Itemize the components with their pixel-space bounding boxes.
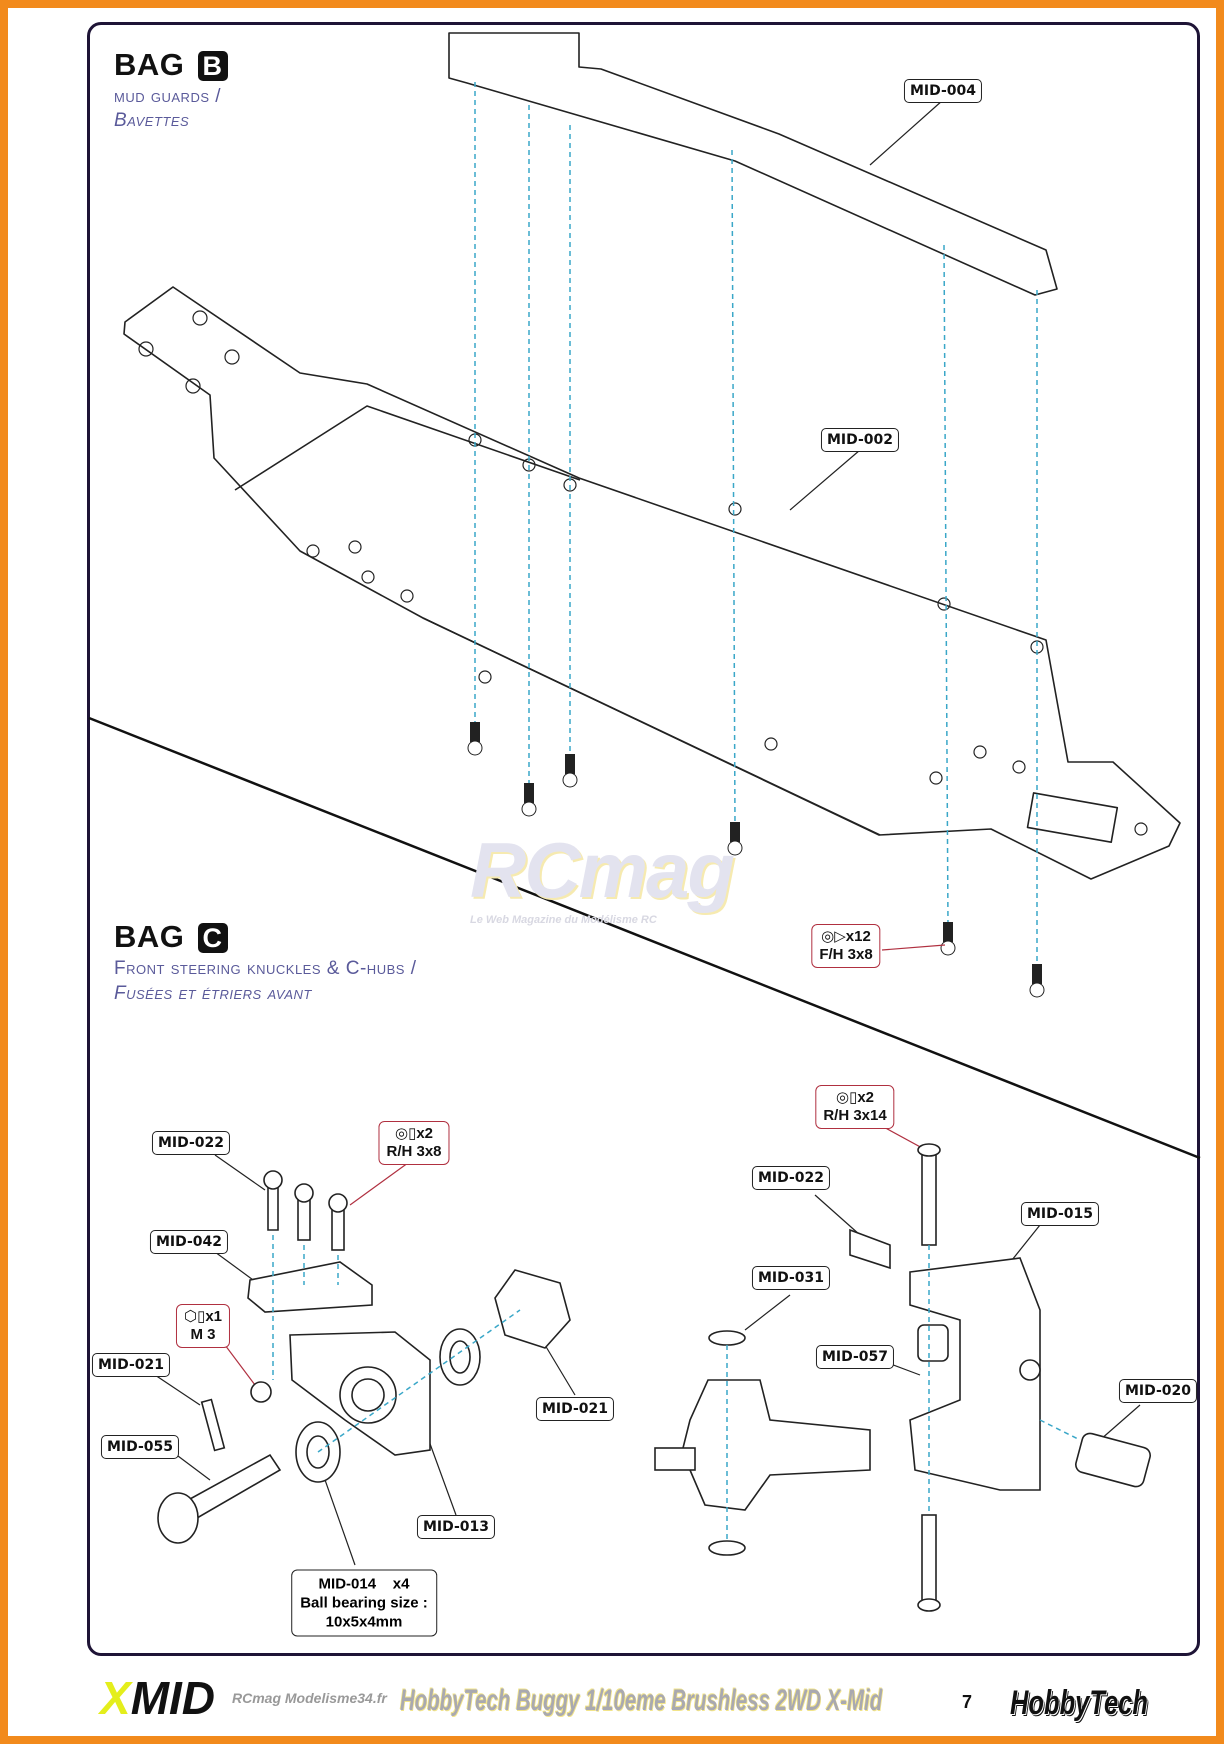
hardware-spec: R/H 3x14 [823, 1107, 887, 1124]
xmid-logo-text: MID [130, 1672, 216, 1724]
hardware-spec: F/H 3x8 [819, 946, 873, 963]
hardware-qty: x2 [416, 1125, 434, 1142]
hardware-qty: x2 [857, 1089, 875, 1106]
bag-b-title: BAG [114, 47, 185, 82]
part-label-mid-020: MID-020 [1118, 1379, 1198, 1403]
bag-b-letter: B [197, 51, 228, 81]
part-label-mid-022: MID-022 [751, 1166, 831, 1190]
bag-c-subtitle-en: Front steering knuckles & C-hubs / [114, 958, 417, 979]
ball-stud [267, 1184, 279, 1231]
part-label-mid-021: MID-021 [535, 1397, 615, 1421]
part-label-mid-004: MID-004 [903, 79, 983, 103]
bag-c-subtitle-fr: Fusées et étriers avant [114, 983, 312, 1004]
part-label-mid-002: MID-002 [820, 428, 900, 452]
screws [467, 722, 1045, 998]
nut-icon: ⬡▯ [183, 1308, 206, 1325]
bag-c-title: BAG [114, 919, 185, 954]
hardware-qty: x12 [845, 928, 871, 945]
part-label-mid-057: MID-057 [815, 1345, 895, 1369]
watermark-tagline: Le Web Magazine du Modélisme RC [470, 914, 657, 926]
site-watermark: RCmag Modelisme34.fr [232, 1690, 387, 1706]
part-label-mid-015: MID-015 [1020, 1202, 1100, 1226]
mud-guard-part [448, 32, 1058, 296]
hex-hub [494, 1269, 571, 1349]
hardware-qty: x1 [205, 1308, 223, 1325]
c-hub [909, 1257, 1041, 1491]
part-label-mid-042: MID-042 [149, 1230, 229, 1254]
bag-b-subtitle-fr: Bavettes [114, 110, 190, 131]
hardware-spec: R/H 3x8 [386, 1143, 442, 1160]
xmid-logo-x: X [100, 1672, 131, 1724]
page-number: 7 [962, 1692, 973, 1712]
part-label-mid-022: MID-022 [151, 1131, 231, 1155]
bag-c-heading: BAG C [114, 920, 228, 954]
watermark-logo: RCmag [470, 826, 735, 914]
steering-knuckle-right [679, 1379, 871, 1511]
part-label-mid-055: MID-055 [100, 1435, 180, 1459]
screw-head-icon: ◎▯ [394, 1125, 417, 1142]
part-label-mid-031: MID-031 [751, 1266, 831, 1290]
bag-c-letter: C [197, 923, 228, 953]
steering-arm [247, 1261, 373, 1313]
xmid-logo: XMID [100, 1672, 215, 1724]
screw-head-icon: ◎▷ [821, 928, 846, 945]
footer-title-watermark: HobbyTech Buggy 1/10eme Brushless 2WD X-… [400, 1684, 883, 1717]
bag-b-subtitle-en: mud guards / [114, 86, 222, 107]
bearing-part: MID-014 x4 [318, 1575, 410, 1593]
chassis-plate [123, 286, 1181, 880]
hardware-spec: M 3 [190, 1326, 216, 1343]
bag-b-heading: BAG B [114, 48, 228, 82]
hobbytech-logo: HobbyTech [1010, 1684, 1148, 1722]
bearing-size-label: Ball bearing size : [300, 1594, 428, 1612]
part-label-mid-013: MID-013 [416, 1515, 496, 1539]
ball-stud-right [849, 1228, 891, 1270]
section-divider [88, 716, 1201, 1160]
part-label-mid-021: MID-021 [91, 1353, 171, 1377]
bearing-size: 10x5x4mm [325, 1613, 403, 1631]
content-frame [87, 22, 1200, 1656]
screw-head-icon: ◎▯ [835, 1089, 858, 1106]
